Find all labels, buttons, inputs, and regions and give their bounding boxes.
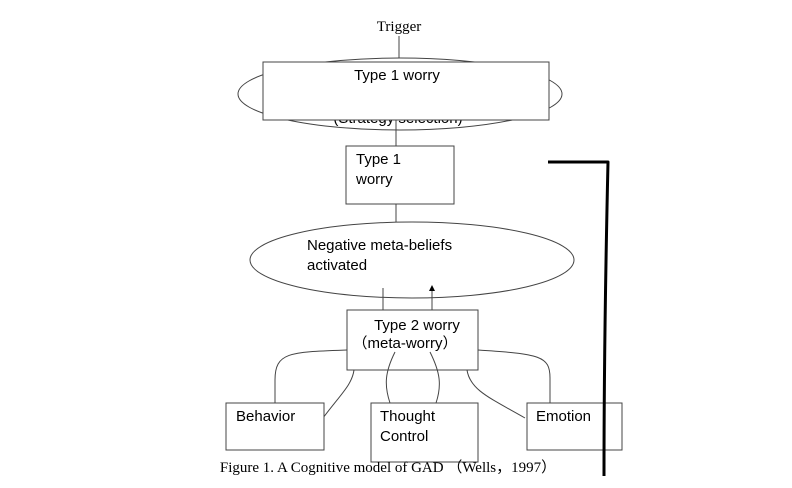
type2-to-emotion-curve-right	[477, 349, 551, 403]
type2-to-thought-curve-right	[429, 351, 440, 404]
type2-worry-box	[346, 309, 479, 371]
type2-to-thought-curve-left	[385, 351, 396, 404]
feedback-bracket-line	[548, 160, 610, 477]
type2-worry-line1: Type 2 worry	[374, 317, 460, 334]
behavior-label: Behavior	[236, 408, 295, 425]
negative-meta-beliefs-ellipse	[249, 221, 575, 299]
type1-worry-line1: Type 1	[356, 151, 401, 168]
type1-worry-box	[345, 145, 455, 205]
type1-worry-top-box	[262, 61, 550, 121]
meta-beliefs-line1: Negative meta-beliefs	[307, 237, 452, 254]
type2-to-behavior-curve-left	[274, 349, 348, 403]
thought-control-line1: Thought	[380, 408, 436, 425]
emotion-label: Emotion	[536, 408, 591, 425]
figure-caption: Figure 1. A Cognitive model of GAD （Well…	[220, 459, 556, 476]
type2-to-behavior-curve-right	[322, 369, 355, 419]
thought-control-line2: Control	[380, 428, 428, 445]
type1-worry-line2: worry	[355, 171, 393, 188]
type2-worry-line2: （meta-worry）	[352, 335, 457, 352]
emotion-box	[526, 402, 623, 451]
trigger-label: Trigger	[377, 19, 421, 35]
behavior-box	[225, 402, 325, 451]
thought-control-box	[370, 402, 479, 463]
type2-to-emotion-curve-left	[466, 369, 526, 419]
meta-beliefs-line2: activated	[307, 257, 367, 274]
type1-worry-top-label: Type 1 worry	[354, 67, 440, 84]
